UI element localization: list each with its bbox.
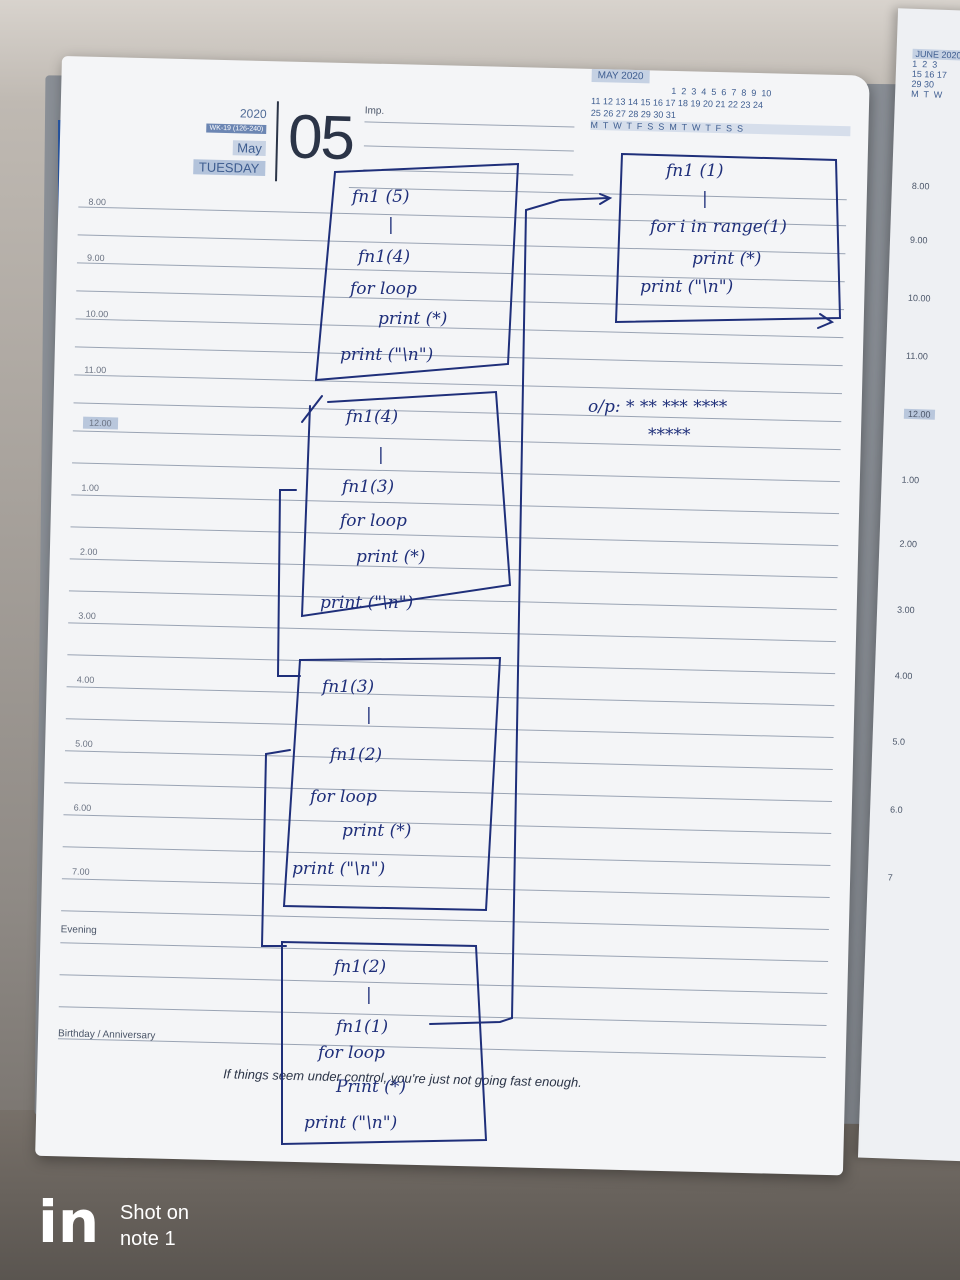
- ruled-line: [62, 846, 831, 867]
- ruled-line: [71, 494, 840, 515]
- ruled-line: [59, 974, 828, 994]
- watermark-line-2: note 1: [120, 1228, 176, 1250]
- hour-12: 12.00: [82, 416, 118, 430]
- week-label: WK-19 (126-240): [206, 123, 267, 135]
- hour-11: 11.00: [84, 364, 107, 376]
- ruled-line: [73, 402, 842, 423]
- right-hour-6: 6.0: [889, 804, 903, 815]
- imp-line: [364, 121, 575, 128]
- ruled-line: [78, 206, 847, 227]
- ruled-line: [58, 1006, 827, 1026]
- right-hour-11: 11.00: [905, 350, 929, 362]
- ruled-line: [75, 318, 844, 339]
- ruled-line: [66, 686, 835, 707]
- evening-label: Evening: [60, 924, 97, 937]
- right-hour-5: 5.0: [892, 736, 906, 747]
- june-weekdays: M T W: [910, 88, 943, 100]
- ruled-line: [72, 430, 841, 451]
- birthday-label: Birthday / Anniversary: [57, 1028, 156, 1042]
- right-hour-8: 8.00: [911, 180, 930, 192]
- imp-line: [363, 145, 574, 152]
- ruled-line: [72, 462, 840, 483]
- right-hour-9: 9.00: [909, 234, 928, 246]
- ruled-line: [74, 374, 842, 395]
- ruled-line: [77, 234, 846, 255]
- ruled-line: [74, 346, 843, 367]
- shot-on-watermark: in Shot on note 1: [38, 1188, 189, 1256]
- ruled-line: [64, 782, 833, 803]
- weekday-label: TUESDAY: [192, 159, 266, 176]
- year-label: 2020: [239, 106, 267, 122]
- ruled-line: [68, 590, 837, 611]
- ruled-line: [70, 526, 839, 547]
- ruled-line: [76, 262, 845, 283]
- hour-3: 3.00: [78, 610, 96, 621]
- hour-10: 10.00: [85, 308, 109, 320]
- ruled-line: [68, 622, 836, 643]
- date-divider: [275, 101, 279, 182]
- ruled-line: [348, 187, 847, 201]
- in-logo-icon: in: [38, 1188, 100, 1256]
- hour-4: 4.00: [76, 674, 95, 685]
- hour-1: 1.00: [81, 482, 100, 494]
- hour-5: 5.00: [75, 738, 93, 749]
- ruled-line: [69, 558, 838, 579]
- ruled-line: [76, 290, 845, 311]
- right-hour-3: 3.00: [896, 604, 915, 616]
- hour-7: 7.00: [71, 866, 90, 877]
- date-box: 2020 WK-19 (126-240) May TUESDAY: [169, 105, 267, 183]
- ruled-line: [65, 718, 834, 739]
- ruled-line: [65, 750, 833, 771]
- ruled-line: [57, 1038, 826, 1058]
- right-hour-10: 10.00: [907, 292, 931, 304]
- footer-quote: If things seem under control, you're jus…: [222, 1066, 583, 1091]
- right-hour-7: 7: [887, 872, 893, 883]
- planner-page: 2020 WK-19 (126-240) May TUESDAY 05 Imp.…: [35, 56, 870, 1176]
- right-hour-1: 1.00: [901, 474, 920, 486]
- right-hour-2: 2.00: [899, 538, 918, 550]
- month-label: May: [233, 140, 266, 157]
- ruled-line: [61, 910, 829, 930]
- may-mini-calendar: MAY 2020 1 2 3 4 5 6 7 8 9 10 11 12 13 1…: [590, 68, 851, 137]
- hour-2: 2.00: [79, 546, 98, 558]
- calendar-title: MAY 2020: [591, 68, 650, 84]
- imp-line: [363, 169, 574, 176]
- watermark-line-1: Shot on: [120, 1202, 189, 1224]
- ruled-line: [61, 878, 830, 899]
- right-hour-4: 4.00: [894, 670, 913, 682]
- day-number: 05: [287, 102, 354, 174]
- imp-label: Imp.: [364, 105, 385, 117]
- hour-8: 8.00: [88, 196, 107, 208]
- ruled-line: [63, 814, 832, 835]
- ruled-line: [60, 942, 829, 962]
- hour-9: 9.00: [86, 252, 105, 264]
- ruled-line: [67, 654, 836, 675]
- watermark-text: Shot on note 1: [120, 1200, 189, 1252]
- hour-6: 6.00: [73, 802, 92, 813]
- right-hour-12: 12.00: [903, 408, 935, 420]
- june-mini-calendar: JUNE 2020 1 2 3 15 16 17 29 30 M T W: [910, 48, 960, 101]
